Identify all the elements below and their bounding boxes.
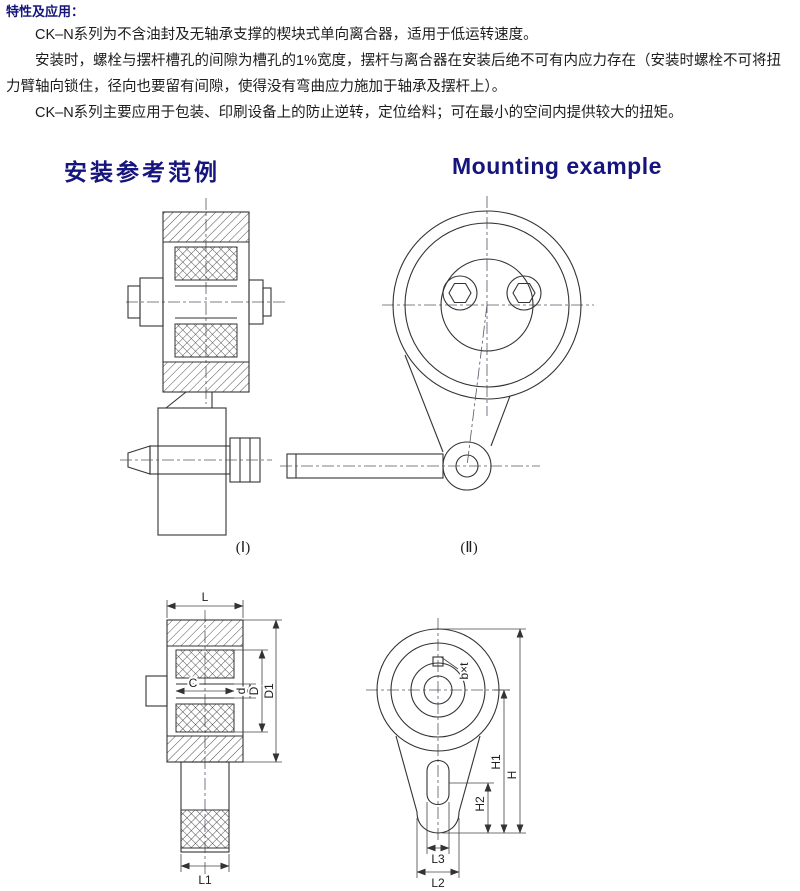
hex-bolt-right [512,282,536,304]
hex-bolt-left [448,282,472,304]
dim-label-H1: H1 [489,754,503,770]
dim-label-L2: L2 [431,876,445,890]
dim-label-H2: H2 [473,796,487,812]
figure-2-front-view [280,196,594,491]
intro-paragraph-3: CK–N系列主要应用于包装、印刷设备上的防止逆转，定位给料；可在最小的空间内提供… [35,105,683,121]
figure-1-caption: (Ⅰ) [236,540,250,556]
figure-2-caption: (Ⅱ) [460,540,477,556]
heading-english: Mounting example [452,153,662,179]
dim-label-L1: L1 [198,873,212,887]
intro-paragraph-1: CK–N系列为不含油封及无轴承支撑的楔块式单向离合器，适用于低运转速度。 [35,27,538,43]
intro-section: 特性及应用： CK–N系列为不含油封及无轴承支撑的楔块式单向离合器，适用于低运转… [6,2,794,126]
clutch-outer-circle [392,210,582,400]
dim-label-H: H [505,771,519,780]
section-title: 特性及应用： [6,4,85,19]
torque-arm-plate [157,407,227,536]
dim-label-bxt: b×t [457,662,471,680]
figure-4-dimension-front: b×t H H1 H2 L3 L2 [366,618,526,890]
dim-label-D: D [247,686,261,695]
dim-label-d: d [234,688,248,695]
dim-label-L: L [202,590,209,604]
heading-chinese: 安装参考范例 [64,159,220,185]
figure-1-section-view [120,198,288,536]
keyway [432,656,444,667]
lever-slot [426,759,450,806]
dim-label-D1: D1 [262,683,276,699]
technical-drawings: (Ⅰ) (Ⅱ) L C d [120,196,594,890]
shaft-column [180,761,230,853]
intro-paragraph-2: 安装时，螺栓与摆杆槽孔的间隙为槽孔的1%宽度，摆杆与离合器在安装后绝不可有内应力… [6,53,781,95]
figure-3-dimension-side: L C d D D1 L1 [145,588,282,889]
dim-label-C: C [189,676,198,690]
dim-label-L3: L3 [431,852,445,866]
